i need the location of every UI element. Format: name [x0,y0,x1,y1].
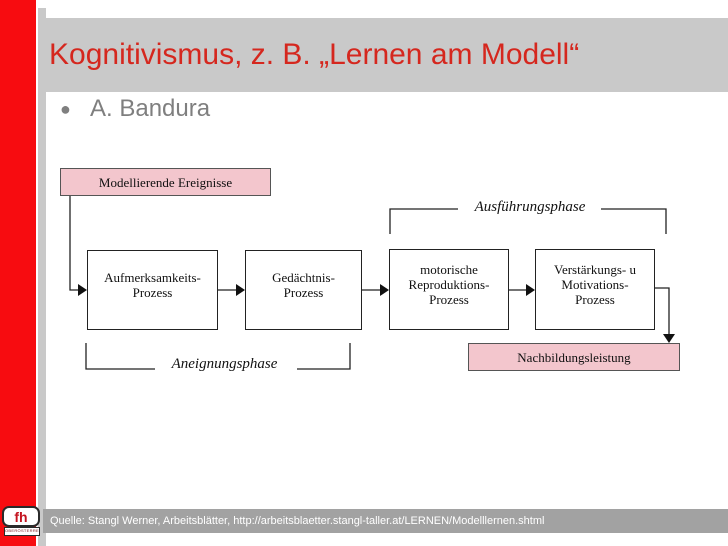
title-band: Kognitivismus, z. B. „Lernen am Modell“ [44,18,728,92]
label-aneignungsphase: Aneignungsphase [171,356,278,372]
label-ausfuehrungsphase: Ausführungsphase [474,199,586,215]
bracket-bottom-right [297,343,351,370]
bracket-top-left [389,208,458,234]
bracket-bottom-left [85,343,155,370]
box-verstaerkungs-motivations-prozess: Verstärkungs- u Motivations- Prozess [535,249,655,330]
left-accent-bar [0,0,36,546]
box-aufmerksamkeits-prozess: Aufmerksamkeits- Prozess [87,250,218,330]
arrowhead-into-memory [236,284,245,296]
footer-source-bar: Quelle: Stangl Werner, Arbeitsblätter, h… [43,509,728,533]
bracket-top-right [601,208,667,234]
fh-logo: fh OBERÖSTERREICH [2,506,42,538]
bullet-marker-icon: ● [60,98,71,119]
connector-source-to-attention [69,196,78,291]
arrowhead-into-motor [380,284,389,296]
slide-title: Kognitivismus, z. B. „Lernen am Modell“ [49,38,580,71]
bullet-text: A. Bandura [90,95,211,122]
arrowhead-into-reinforcement [526,284,535,296]
arrowhead-into-attention [78,284,87,296]
connector-reinforcement-to-result [655,287,670,334]
bullet-item: ● A. Bandura [60,95,210,123]
fh-logo-badge: fh [2,506,40,527]
fh-logo-subtext: OBERÖSTERREICH [4,527,40,536]
footer-source-text: Quelle: Stangl Werner, Arbeitsblätter, h… [50,515,545,527]
box-motorische-reproduktions-prozess: motorische Reproduktions- Prozess [389,249,509,330]
left-gray-strip [38,8,46,546]
box-gedaechtnis-prozess: Gedächtnis- Prozess [245,250,362,330]
arrowhead-into-result [663,334,675,343]
box-modellierende-ereignisse: Modellierende Ereignisse [60,168,271,196]
box-nachbildungsleistung: Nachbildungsleistung [468,343,680,371]
fh-logo-text: fh [14,508,28,525]
